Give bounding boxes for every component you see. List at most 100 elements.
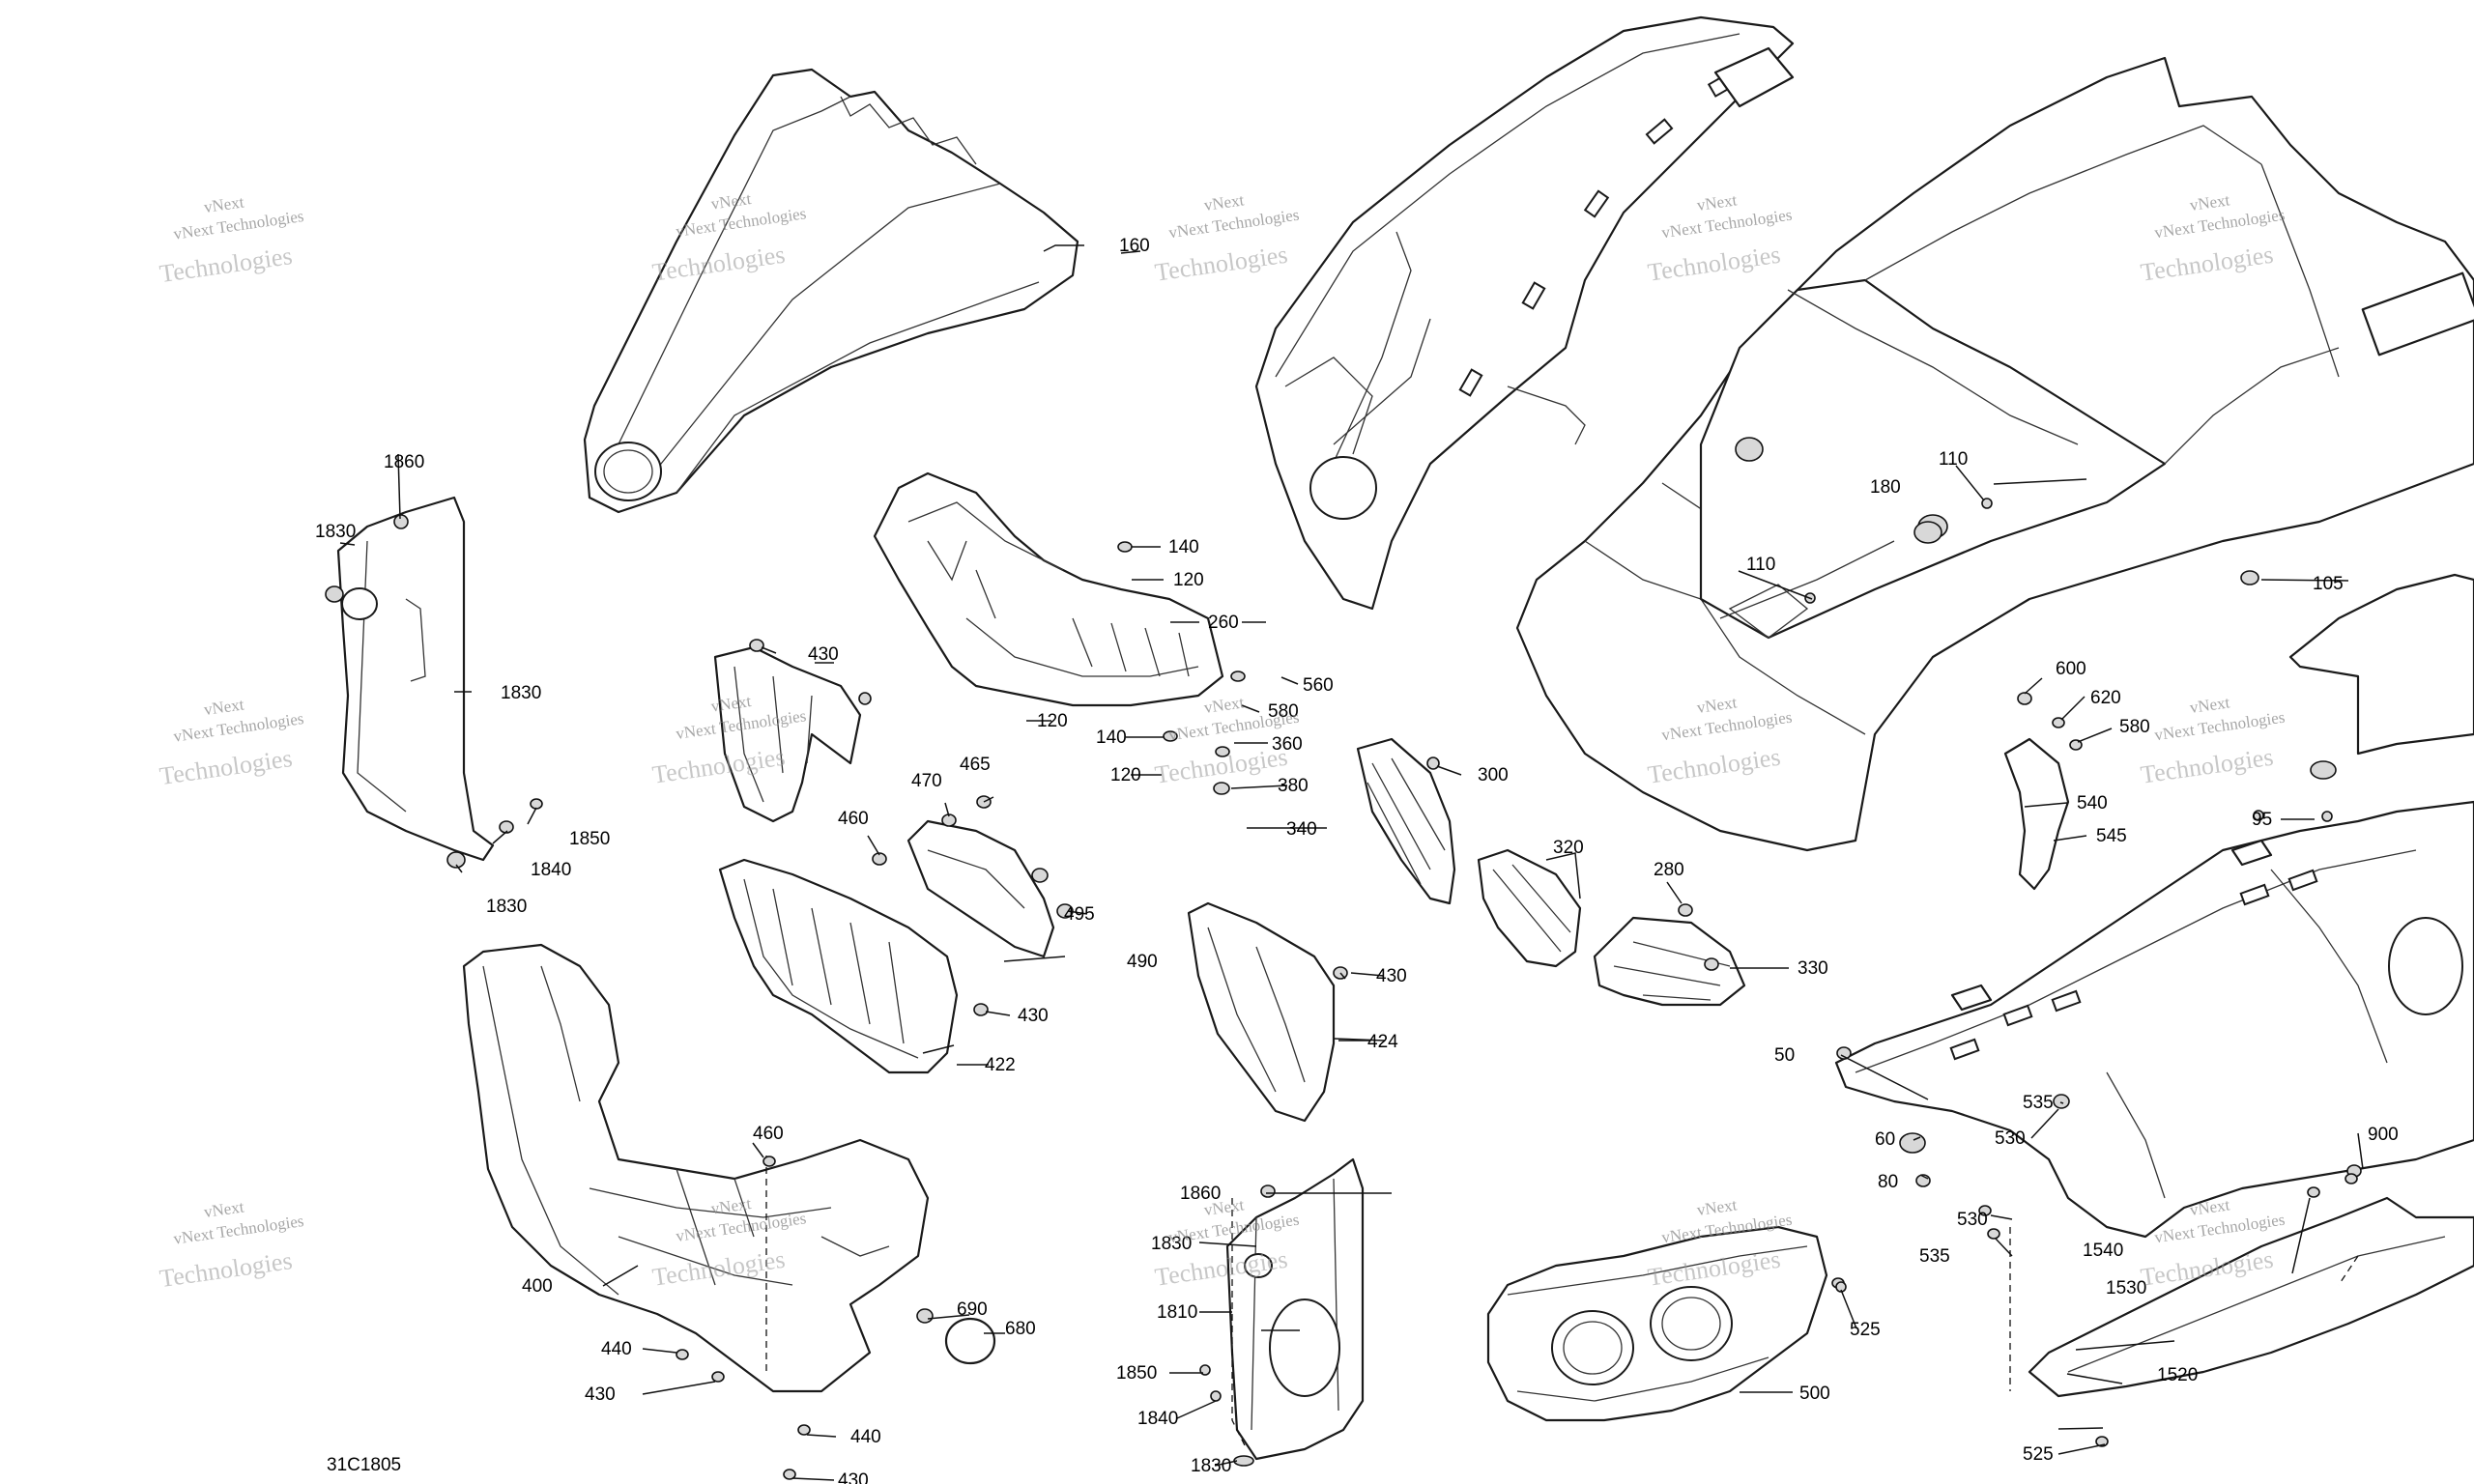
callout-140: 140: [1096, 728, 1127, 748]
main-body-panel: [1515, 56, 2474, 852]
callout-540: 540: [2077, 793, 2108, 813]
part-400-bumper: [462, 943, 930, 1393]
callout-1850: 1850: [1116, 1363, 1157, 1384]
callout-485: 470: [911, 771, 942, 791]
callout-900: 900: [2368, 1125, 2399, 1145]
svg-text:vNext Technologies: vNext Technologies: [2153, 708, 2286, 745]
part-280-grille: [1593, 916, 1746, 1007]
callout-530: 530: [1957, 1210, 1988, 1230]
callout-480: 465: [960, 755, 991, 775]
svg-text:vNext: vNext: [1203, 190, 1246, 214]
callout-680: 680: [1005, 1319, 1036, 1339]
callout-530: 530: [1995, 1128, 2026, 1149]
svg-text:vNext: vNext: [1203, 693, 1246, 717]
callout-260: 260: [1208, 613, 1239, 633]
callout-1530: 1530: [2106, 1278, 2146, 1298]
callout-440: 430: [585, 1384, 616, 1405]
callout-525: 525: [2023, 1444, 2054, 1465]
callout-495: 495: [1064, 904, 1095, 925]
callout-460: 440: [601, 1339, 632, 1359]
callout-1840: 1840: [531, 860, 571, 880]
callout-280: 280: [1654, 860, 1684, 880]
callout-labels: 160 1860 1830 1830 1850 1840 1830 430 14…: [315, 236, 2399, 1484]
callout-1860: 1860: [1180, 1184, 1221, 1204]
svg-text:vNext Technologies: vNext Technologies: [1167, 206, 1300, 243]
svg-text:Technologies: Technologies: [158, 744, 294, 790]
svg-text:vNext: vNext: [1696, 1195, 1739, 1219]
svg-text:vNext: vNext: [2189, 693, 2231, 717]
callout-430: 430: [1376, 966, 1407, 986]
part-490-bracket: [906, 819, 1055, 958]
callout-535: 535: [1919, 1246, 1950, 1267]
callout-400: 400: [522, 1276, 553, 1297]
callout-140: 140: [1168, 537, 1199, 557]
callout-1810: 1810: [1157, 1302, 1197, 1323]
callout-690: 690: [957, 1299, 988, 1320]
callout-120: 120: [1037, 711, 1068, 731]
callout-80: 80: [1878, 1172, 1898, 1192]
part-540-bracket: [2003, 737, 2070, 891]
fasteners: [325, 498, 2362, 1480]
callout-440: 430: [838, 1470, 869, 1484]
callout-120: 120: [1173, 570, 1204, 590]
callout-430: 430: [808, 644, 839, 665]
side-panel-right: [2288, 573, 2474, 756]
callout-105: 105: [2313, 574, 2344, 594]
callout-1830: 1830: [486, 897, 527, 917]
part-500-headlight: [1486, 1225, 1828, 1422]
callout-1830: 1830: [315, 522, 356, 542]
callout-340: 340: [1286, 819, 1317, 840]
callout-1540: 1540: [2083, 1241, 2123, 1261]
callout-1850: 1850: [569, 829, 610, 849]
callout-490: 490: [1127, 952, 1158, 972]
callout-160: 160: [1119, 236, 1150, 256]
callout-330: 330: [1798, 958, 1828, 979]
callout-465: 460: [753, 1124, 784, 1144]
callout-500: 500: [1799, 1384, 1830, 1404]
callout-430: 430: [1018, 1006, 1049, 1026]
callout-60: 60: [1875, 1129, 1895, 1150]
callout-600: 600: [2056, 659, 2086, 679]
part-430-bracket: [713, 645, 862, 823]
callout-380: 380: [1278, 776, 1309, 796]
callout-50: 50: [1774, 1045, 1795, 1066]
callout-535: 535: [2023, 1093, 2054, 1113]
callout-360: 360: [1272, 734, 1303, 755]
svg-text:vNext: vNext: [203, 192, 245, 216]
svg-text:Technologies: Technologies: [1646, 241, 1782, 287]
callout-180: 180: [1870, 477, 1901, 498]
callout-120: 120: [1110, 765, 1141, 785]
part-1810-side-panel: [1225, 1157, 1365, 1461]
callout-110: 110: [1746, 555, 1775, 575]
front-fender-left: [1254, 15, 1795, 611]
svg-text:vNext: vNext: [203, 695, 245, 719]
callout-550: 560: [1303, 675, 1334, 696]
callout-320: 320: [1553, 838, 1584, 858]
callout-1840: 1840: [1137, 1409, 1178, 1429]
svg-text:vNext: vNext: [1696, 190, 1739, 214]
svg-text:vNext Technologies: vNext Technologies: [172, 709, 304, 746]
callout-95: 95: [2252, 810, 2272, 830]
callout-1830: 1830: [1191, 1456, 1231, 1476]
callout-580: 580: [2119, 717, 2150, 737]
callout-560: 580: [1268, 701, 1299, 722]
callout-1860: 1860: [384, 452, 424, 472]
part-1820-side-panel: [336, 496, 495, 862]
svg-text:Technologies: Technologies: [1153, 241, 1289, 287]
leader-lines: [339, 244, 2364, 1481]
part-320-grille: [1477, 848, 1582, 968]
callout-1830: 1830: [1151, 1234, 1192, 1254]
callout-545: 545: [2096, 826, 2127, 846]
callout-525: 525: [1850, 1320, 1881, 1340]
callout-1520: 1520: [2157, 1365, 2198, 1385]
callout-422: 422: [985, 1055, 1016, 1075]
svg-text:Technologies: Technologies: [158, 1246, 294, 1293]
callout-110: 110: [1939, 449, 1968, 470]
part-1530-lower-rail: [2028, 1196, 2474, 1398]
svg-text:vNext: vNext: [203, 1197, 245, 1221]
drawing-code: 31C1805: [327, 1455, 401, 1475]
callout-460: 440: [850, 1427, 881, 1447]
part-300-grille: [1356, 737, 1456, 905]
svg-text:vNext Technologies: vNext Technologies: [1660, 206, 1793, 243]
